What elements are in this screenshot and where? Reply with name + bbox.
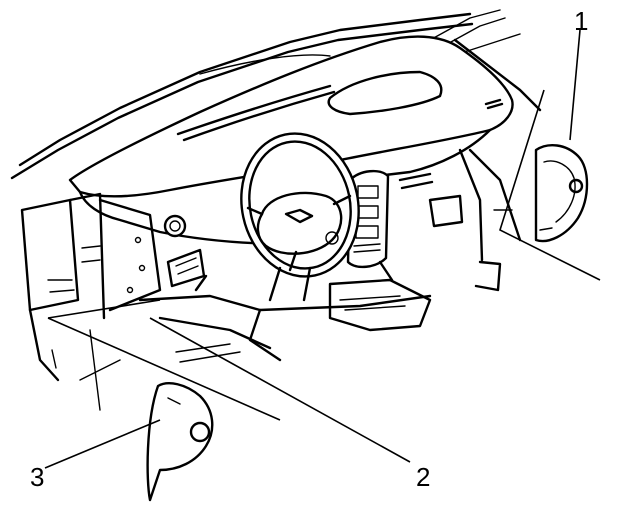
right-door-opening	[428, 148, 522, 292]
windshield-frame	[10, 9, 542, 180]
callout-3-label: 3	[30, 462, 44, 492]
left-end-cap	[146, 382, 214, 502]
callout-2-label: 2	[416, 462, 430, 492]
instrument-panel	[68, 35, 514, 288]
callout-2-leader	[149, 317, 411, 463]
callout-1-label: 1	[574, 6, 588, 36]
callout-1-leaders	[499, 29, 601, 281]
steering-wheel	[240, 132, 360, 302]
callout-3-leaders	[44, 299, 281, 469]
right-end-cap	[534, 144, 589, 243]
left-door-opening	[20, 192, 162, 411]
floor-and-console	[138, 260, 432, 363]
